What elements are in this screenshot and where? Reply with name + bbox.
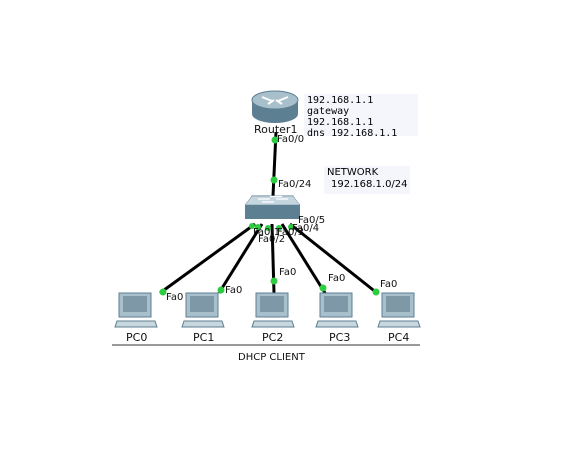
link-switch-pc1 — [217, 223, 264, 294]
router-port-light — [271, 136, 279, 144]
link-switch-pc0 — [159, 222, 256, 295]
pc3-name: PC3 — [329, 331, 351, 344]
switch-port1-light — [249, 223, 255, 229]
pc3-icon[interactable] — [315, 292, 359, 328]
pc2-name: PC2 — [262, 331, 284, 344]
pc0-name: PC0 — [126, 331, 148, 344]
pc2-port-label: Fa0 — [279, 267, 297, 278]
link-lights — [159, 136, 380, 296]
pc4-name: PC4 — [388, 331, 410, 344]
switch-port2-label: Fa0/2 — [258, 234, 286, 245]
dhcp-client-label: DHCP CLIENT — [238, 352, 305, 363]
pc4-icon[interactable] — [377, 292, 421, 328]
pc4-port-label: Fa0 — [380, 279, 398, 290]
switch-port5-light — [288, 224, 294, 230]
switch-uplink-light — [270, 176, 278, 184]
switch-port4-light — [276, 225, 282, 231]
router-gateway: gateway 192.168.1.1 — [307, 106, 374, 128]
pc2-port-light — [270, 277, 278, 285]
switch-port3-light — [265, 225, 271, 231]
switch-port1-label: Fa0/1 — [253, 227, 281, 238]
link-switch-pc4 — [289, 222, 378, 295]
router-name: Router1 — [254, 123, 298, 136]
links — [159, 131, 378, 295]
pc1-icon[interactable] — [181, 292, 225, 328]
pc1-port-light — [217, 286, 225, 294]
switch-port3-label: Fa0/3 — [277, 227, 305, 238]
pc2-icon[interactable] — [251, 292, 295, 328]
network-subnet: 192.168.1.0/24 — [331, 179, 408, 190]
network-note: NETWORK 192.168.1.0/24 — [324, 166, 410, 194]
pc0-icon[interactable] — [114, 292, 158, 328]
switch-icon[interactable] — [244, 195, 301, 219]
switch-port4-label: Fa0/4 — [292, 223, 320, 234]
pc4-port-light — [372, 288, 380, 296]
switch-port2-light — [255, 224, 261, 230]
router-port-label: Fa0/0 — [277, 134, 305, 145]
router-ip: 192.168.1.1 — [307, 95, 374, 106]
switch-port5-label: Fa0/5 — [298, 215, 326, 226]
router-icon[interactable] — [251, 90, 299, 123]
pc0-port-label: Fa0 — [166, 292, 184, 303]
pc3-port-label: Fa0 — [328, 273, 346, 284]
network-title: NETWORK — [327, 167, 379, 178]
router-dns: dns 192.168.1.1 — [307, 128, 398, 139]
link-switch-pc3 — [280, 223, 327, 294]
switch-uplink-label: Fa0/24 — [278, 179, 312, 190]
pc3-port-light — [319, 284, 327, 292]
pc0-port-light — [159, 288, 167, 296]
router-note: 192.168.1.1 gateway 192.168.1.1 dns 192.… — [304, 94, 418, 139]
pc1-port-label: Fa0 — [225, 285, 243, 296]
pc1-name: PC1 — [193, 331, 215, 344]
